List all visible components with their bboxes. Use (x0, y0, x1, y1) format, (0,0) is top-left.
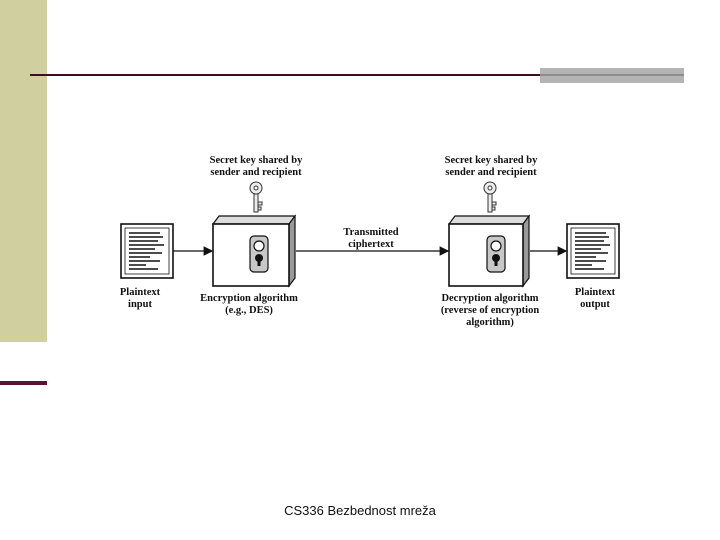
key-icon (483, 181, 497, 213)
footer-text: CS336 Bezbednost mreža (284, 503, 436, 518)
secret-key-label-right: Secret key shared by sender and recipien… (444, 155, 538, 178)
encryption-algorithm-label: Encryption algorithm (e.g., DES) (200, 293, 298, 316)
sidebar-band (0, 0, 47, 342)
title-rule (30, 74, 540, 76)
decryption-box (447, 214, 531, 288)
key-icon (249, 181, 263, 213)
lock-icon (249, 235, 269, 273)
plaintext-input-document-icon (120, 223, 174, 279)
lock-icon (486, 235, 506, 273)
secret-key-label-left: Secret key shared by sender and recipien… (209, 155, 303, 178)
sidebar-accent (0, 381, 47, 385)
decryption-algorithm-label: Decryption algorithm (reverse of encrypt… (440, 293, 540, 328)
plaintext-input-label: Plaintext input (119, 287, 161, 310)
plaintext-output-label: Plaintext output (574, 287, 616, 310)
plaintext-output-document-icon (566, 223, 620, 279)
transmitted-ciphertext-label: Transmitted ciphertext (343, 227, 399, 250)
encryption-box (211, 214, 297, 288)
title-rule-block-line (540, 74, 684, 76)
